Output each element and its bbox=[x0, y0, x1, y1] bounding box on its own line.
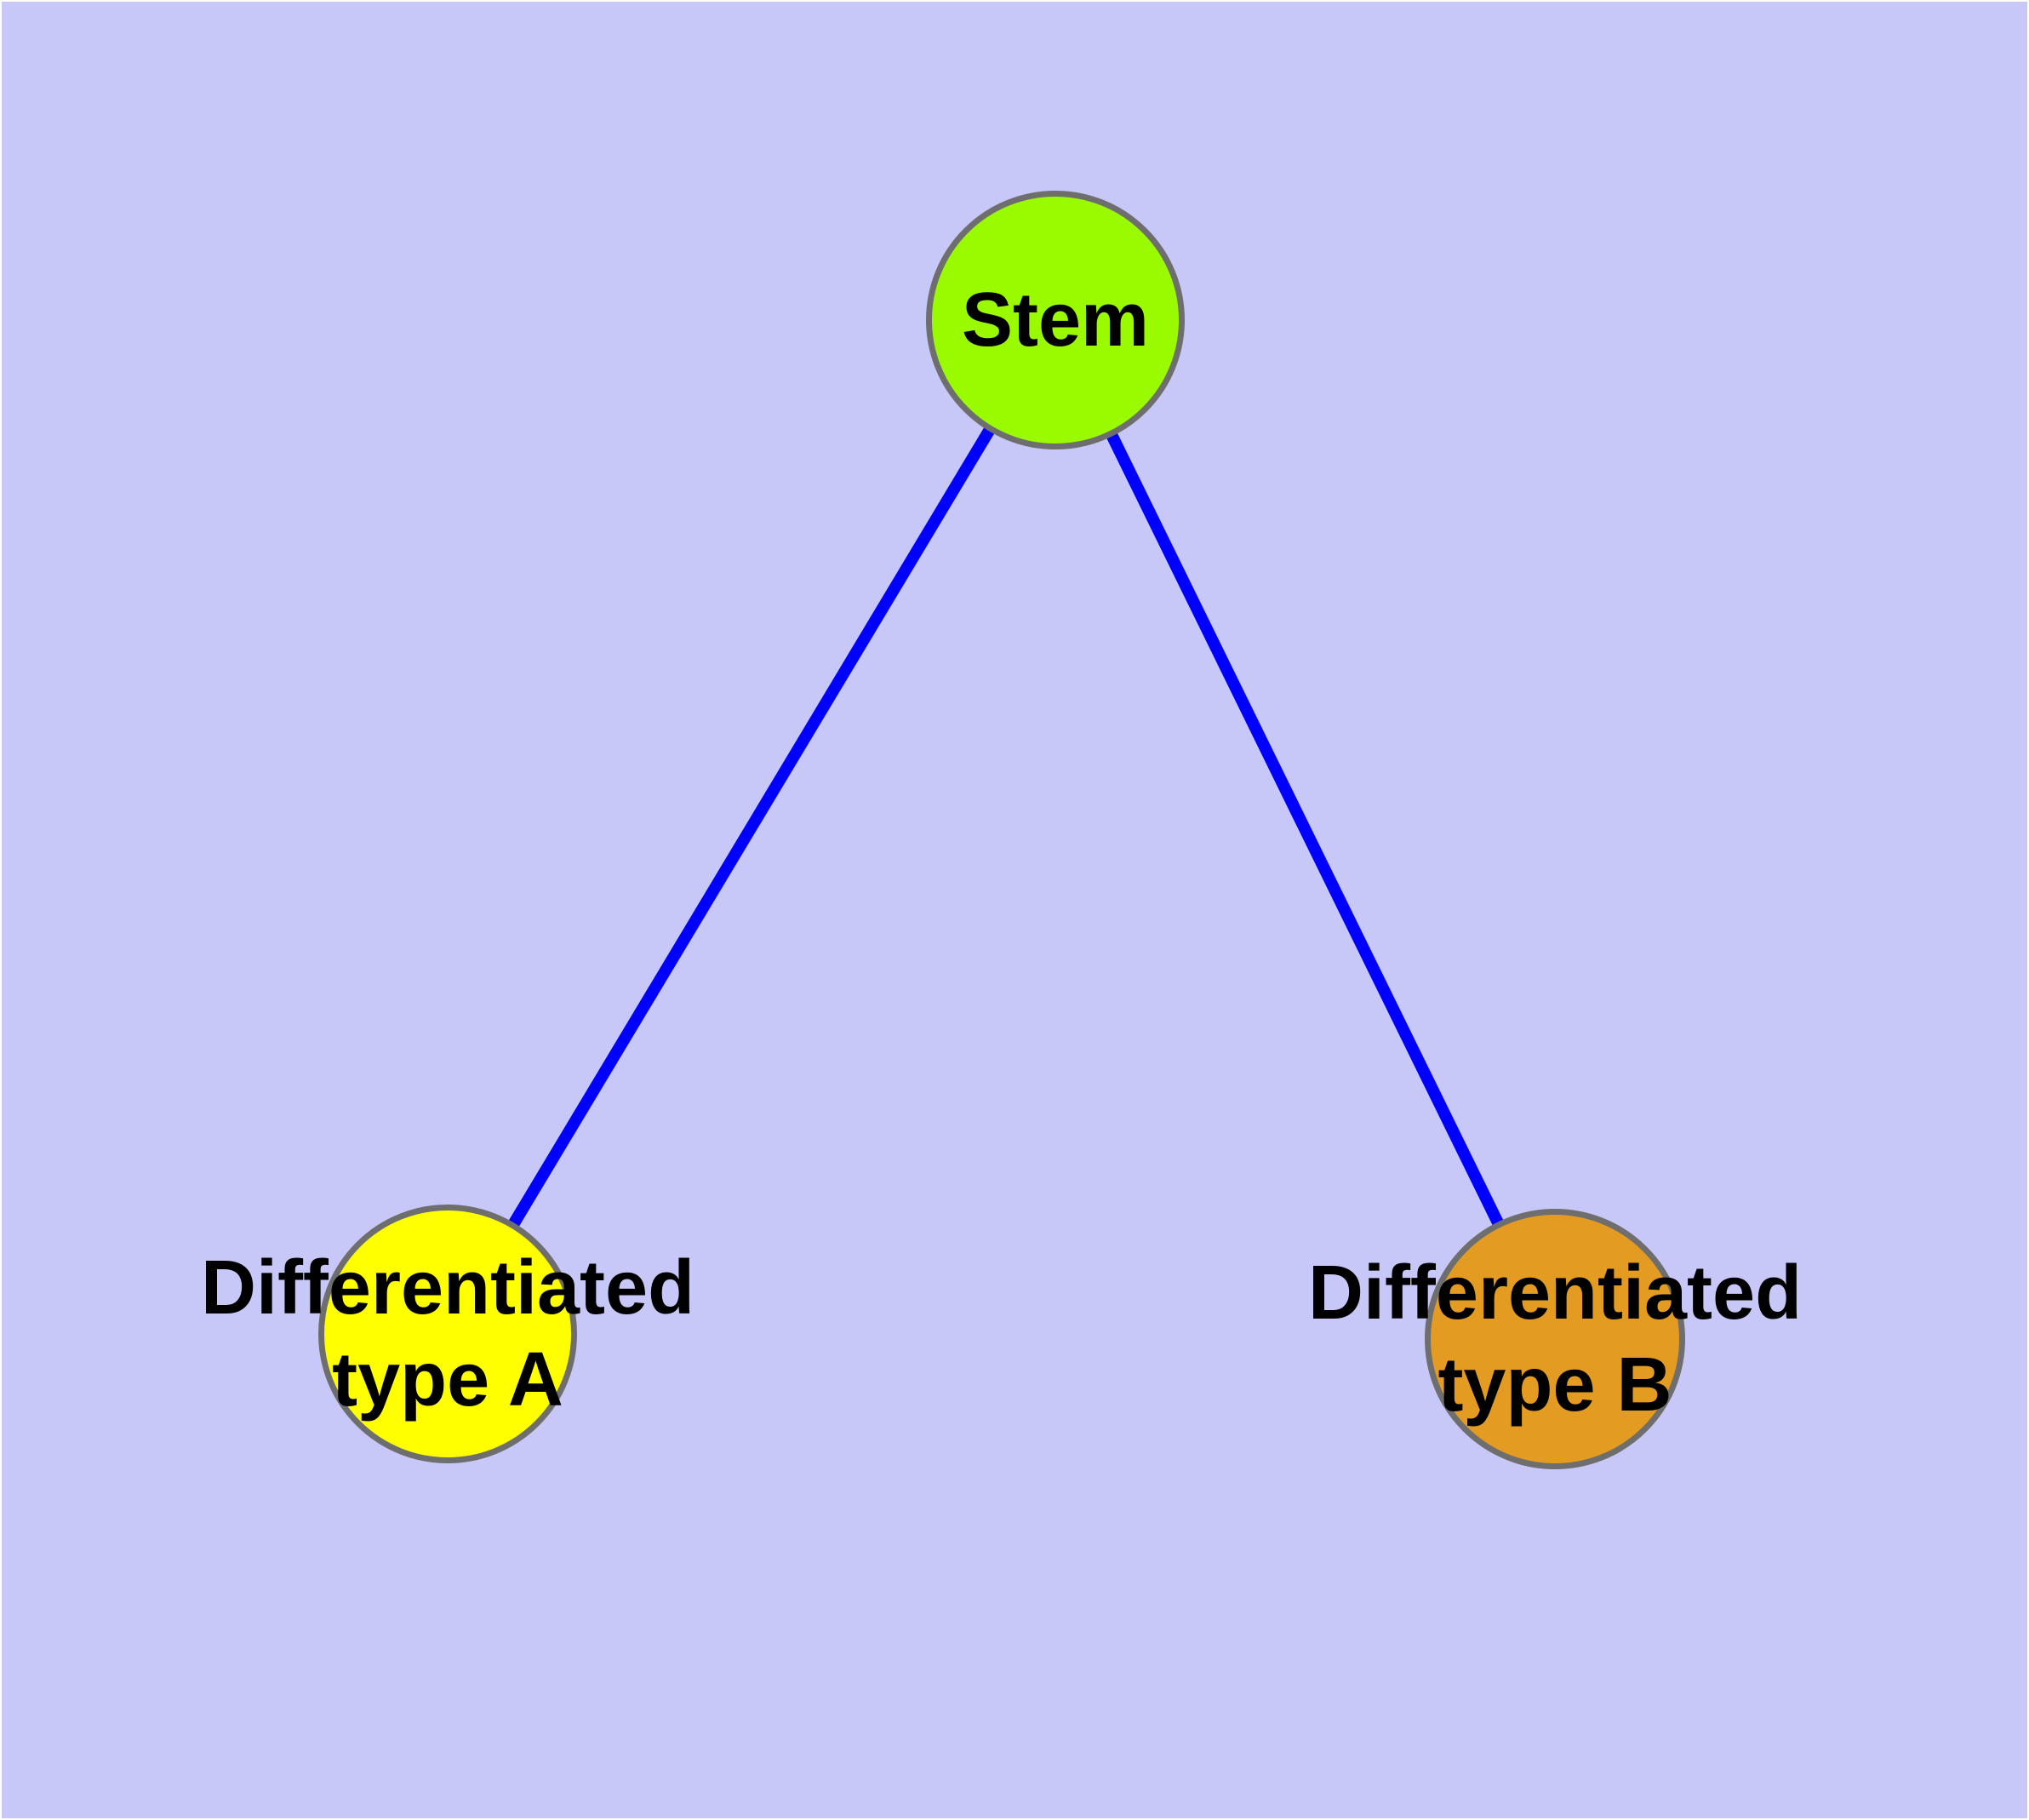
edge-stem-to-type-a bbox=[442, 317, 1061, 1337]
node-differentiated-type-b[interactable]: Differentiated type B bbox=[1308, 1209, 1802, 1469]
node-stem[interactable]: Stem bbox=[926, 191, 1185, 449]
edge-stem-to-type-b bbox=[1049, 317, 1561, 1342]
node-differentiated-type-a[interactable]: Differentiated type A bbox=[201, 1205, 694, 1463]
node-stem-label: Stem bbox=[961, 278, 1150, 363]
